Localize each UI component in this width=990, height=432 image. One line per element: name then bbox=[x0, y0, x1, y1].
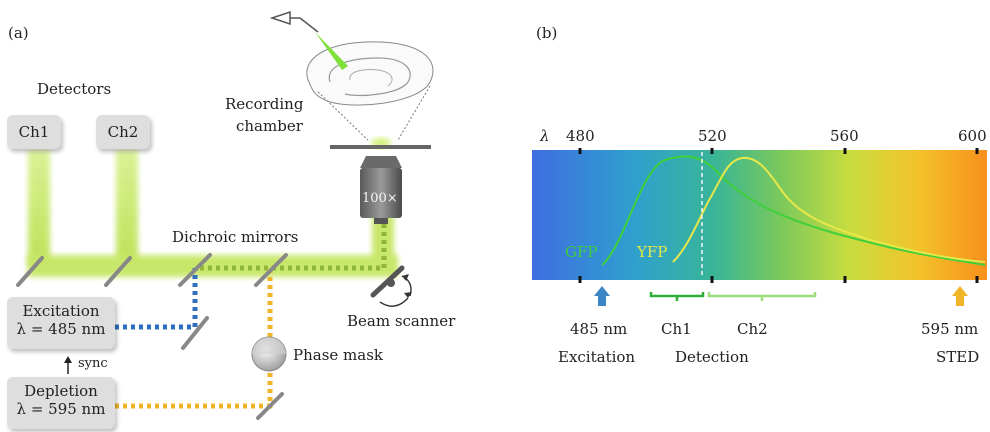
label-ch2: Ch2 bbox=[737, 320, 768, 338]
recording-chamber bbox=[306, 41, 434, 149]
panel-a-label: (a) bbox=[8, 24, 29, 42]
lambda-symbol: λ bbox=[540, 127, 550, 145]
detector-ch1-label: Ch1 bbox=[18, 123, 50, 141]
ch2-bracket bbox=[707, 292, 817, 301]
sync-label: sync bbox=[78, 356, 108, 371]
detectors-title: Detectors bbox=[37, 80, 112, 98]
fluorescence-beams bbox=[28, 150, 398, 277]
gfp-label: GFP bbox=[565, 243, 598, 261]
ch1-bracket bbox=[649, 292, 705, 301]
sted-arrow bbox=[952, 286, 968, 306]
yfp-label: YFP bbox=[637, 243, 668, 261]
tick-560: 560 bbox=[830, 127, 859, 145]
sync-arrow bbox=[64, 356, 72, 374]
label-ch1: Ch1 bbox=[661, 320, 692, 338]
gfp-curve bbox=[601, 155, 986, 266]
role-detection: Detection bbox=[675, 348, 749, 366]
electrode bbox=[269, 10, 348, 70]
depletion-wavelength: λ = 595 nm bbox=[16, 400, 106, 418]
role-excitation: Excitation bbox=[558, 348, 636, 366]
detector-ch2: Ch2 bbox=[96, 115, 150, 149]
yfp-curve bbox=[672, 156, 986, 263]
depletion-label: Depletion bbox=[24, 382, 98, 400]
role-sted: STED bbox=[936, 348, 980, 366]
detector-ch1: Ch1 bbox=[7, 115, 61, 149]
beam-scanner-label: Beam scanner bbox=[347, 312, 456, 330]
phase-mask bbox=[251, 336, 287, 372]
label-595nm: 595 nm bbox=[921, 320, 979, 338]
objective-label: 100× bbox=[362, 191, 398, 206]
dichroic-label: Dichroic mirrors bbox=[172, 228, 299, 246]
excitation-wavelength: λ = 485 nm bbox=[16, 320, 106, 338]
excitation-laser: Excitation λ = 485 nm bbox=[7, 297, 115, 349]
depletion-laser: Depletion λ = 595 nm bbox=[7, 377, 115, 429]
excitation-arrow bbox=[594, 286, 610, 306]
phase-mask-label: Phase mask bbox=[293, 346, 383, 364]
objective bbox=[360, 156, 402, 224]
excitation-beam bbox=[115, 268, 198, 330]
panel-b-label: (b) bbox=[536, 24, 558, 42]
detector-ch2-label: Ch2 bbox=[107, 123, 139, 141]
label-485nm: 485 nm bbox=[570, 320, 628, 338]
beam-scanner bbox=[370, 265, 412, 307]
excitation-label: Excitation bbox=[22, 302, 100, 320]
tick-480: 480 bbox=[566, 127, 595, 145]
mirrors bbox=[16, 253, 288, 420]
recording-chamber-label-2: chamber bbox=[236, 117, 303, 135]
spectrum-bar bbox=[532, 150, 987, 280]
tick-520: 520 bbox=[698, 127, 727, 145]
recording-chamber-label-1: Recording bbox=[225, 95, 304, 113]
spectrum-panel bbox=[532, 148, 987, 283]
tick-600: 600 bbox=[958, 127, 987, 145]
